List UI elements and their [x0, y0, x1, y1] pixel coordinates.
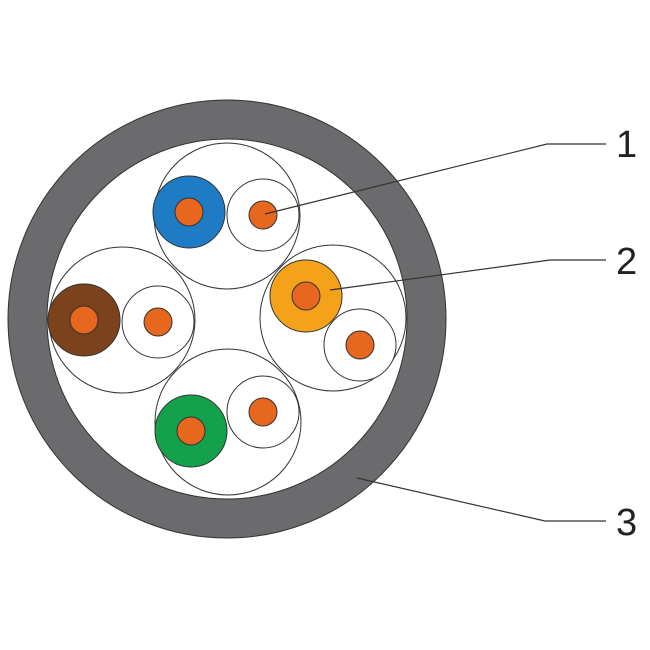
pair-blue [152, 142, 301, 290]
pair-brown [47, 246, 196, 394]
callout-2: 2 [329, 241, 637, 291]
conductor [248, 397, 278, 427]
callout-3: 3 [356, 477, 637, 544]
callout-label-2: 2 [616, 241, 637, 283]
conductor [248, 200, 278, 230]
conductor [69, 305, 99, 335]
callout-1: 1 [264, 124, 637, 215]
pair-green [154, 348, 302, 496]
conductor [291, 281, 321, 311]
leader-line [356, 477, 606, 522]
conductor [176, 416, 206, 446]
leader-line [264, 143, 606, 215]
conductor [174, 197, 204, 227]
callout-label-1: 1 [616, 124, 637, 166]
conductor [143, 307, 173, 337]
leader-line [329, 259, 606, 291]
conductor [345, 330, 375, 360]
callout-label-3: 3 [616, 502, 637, 544]
pair-orange [259, 244, 407, 392]
jacket-inner-fill [46, 138, 408, 500]
